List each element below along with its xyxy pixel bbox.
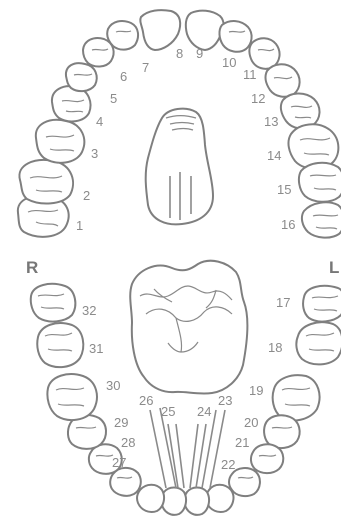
tooth-number-9: 9: [196, 46, 203, 61]
tooth-number-27: 27: [112, 455, 126, 470]
tooth-23[interactable]: [206, 485, 234, 512]
incisor-illustration: [146, 109, 213, 225]
tooth-number-31: 31: [89, 341, 103, 356]
tooth-13[interactable]: [281, 93, 320, 128]
tooth-31[interactable]: [37, 323, 83, 367]
tooth-number-8: 8: [176, 46, 183, 61]
tooth-14[interactable]: [288, 124, 338, 168]
tooth-18[interactable]: [296, 322, 341, 364]
tooth-number-6: 6: [120, 69, 127, 84]
tooth-number-29: 29: [114, 415, 128, 430]
tooth-number-28: 28: [121, 435, 135, 450]
tooth-number-5: 5: [110, 91, 117, 106]
tooth-21[interactable]: [251, 444, 283, 473]
tooth-24[interactable]: [184, 488, 209, 515]
tooth-2[interactable]: [19, 160, 73, 204]
tooth-number-26: 26: [139, 393, 153, 408]
tooth-5[interactable]: [66, 63, 97, 91]
tooth-number-25: 25: [161, 404, 175, 419]
right-side-label: R: [26, 258, 38, 277]
tooth-number-1: 1: [76, 218, 83, 233]
tooth-9[interactable]: [186, 11, 224, 50]
tooth-3[interactable]: [36, 120, 84, 163]
tooth-number-32: 32: [82, 303, 96, 318]
tooth-30[interactable]: [47, 374, 97, 420]
tooth-number-11: 11: [243, 67, 257, 82]
tooth-number-15: 15: [277, 182, 291, 197]
tooth-number-17: 17: [276, 295, 290, 310]
tooth-11[interactable]: [249, 38, 279, 69]
tooth-number-24: 24: [197, 404, 211, 419]
tooth-7[interactable]: [107, 21, 138, 50]
tooth-20[interactable]: [264, 415, 300, 448]
tooth-number-10: 10: [222, 55, 236, 70]
tooth-number-18: 18: [268, 340, 282, 355]
tooth-number-23: 23: [218, 393, 232, 408]
tooth-15[interactable]: [299, 163, 341, 202]
tooth-25[interactable]: [161, 488, 186, 515]
tooth-26[interactable]: [137, 485, 164, 512]
tooth-number-30: 30: [106, 378, 120, 393]
tooth-number-12: 12: [251, 91, 265, 106]
tooth-number-2: 2: [83, 188, 90, 203]
tooth-number-16: 16: [281, 217, 295, 232]
tooth-17[interactable]: [303, 286, 341, 322]
left-side-label: L: [329, 258, 339, 277]
tooth-number-7: 7: [142, 60, 149, 75]
tooth-22[interactable]: [229, 468, 260, 496]
tooth-number-20: 20: [244, 415, 258, 430]
tooth-19[interactable]: [273, 375, 320, 420]
tooth-12[interactable]: [266, 64, 300, 96]
tooth-number-21: 21: [235, 435, 249, 450]
tooth-8[interactable]: [140, 10, 180, 50]
tooth-number-22: 22: [221, 457, 235, 472]
tooth-16[interactable]: [302, 202, 341, 237]
tooth-number-4: 4: [96, 114, 103, 129]
tooth-32[interactable]: [31, 284, 76, 322]
molar-illustration: [130, 261, 247, 394]
tooth-number-13: 13: [264, 114, 278, 129]
tooth-number-3: 3: [91, 146, 98, 161]
tooth-10[interactable]: [219, 21, 251, 52]
tooth-number-14: 14: [267, 148, 281, 163]
tooth-number-19: 19: [249, 383, 263, 398]
